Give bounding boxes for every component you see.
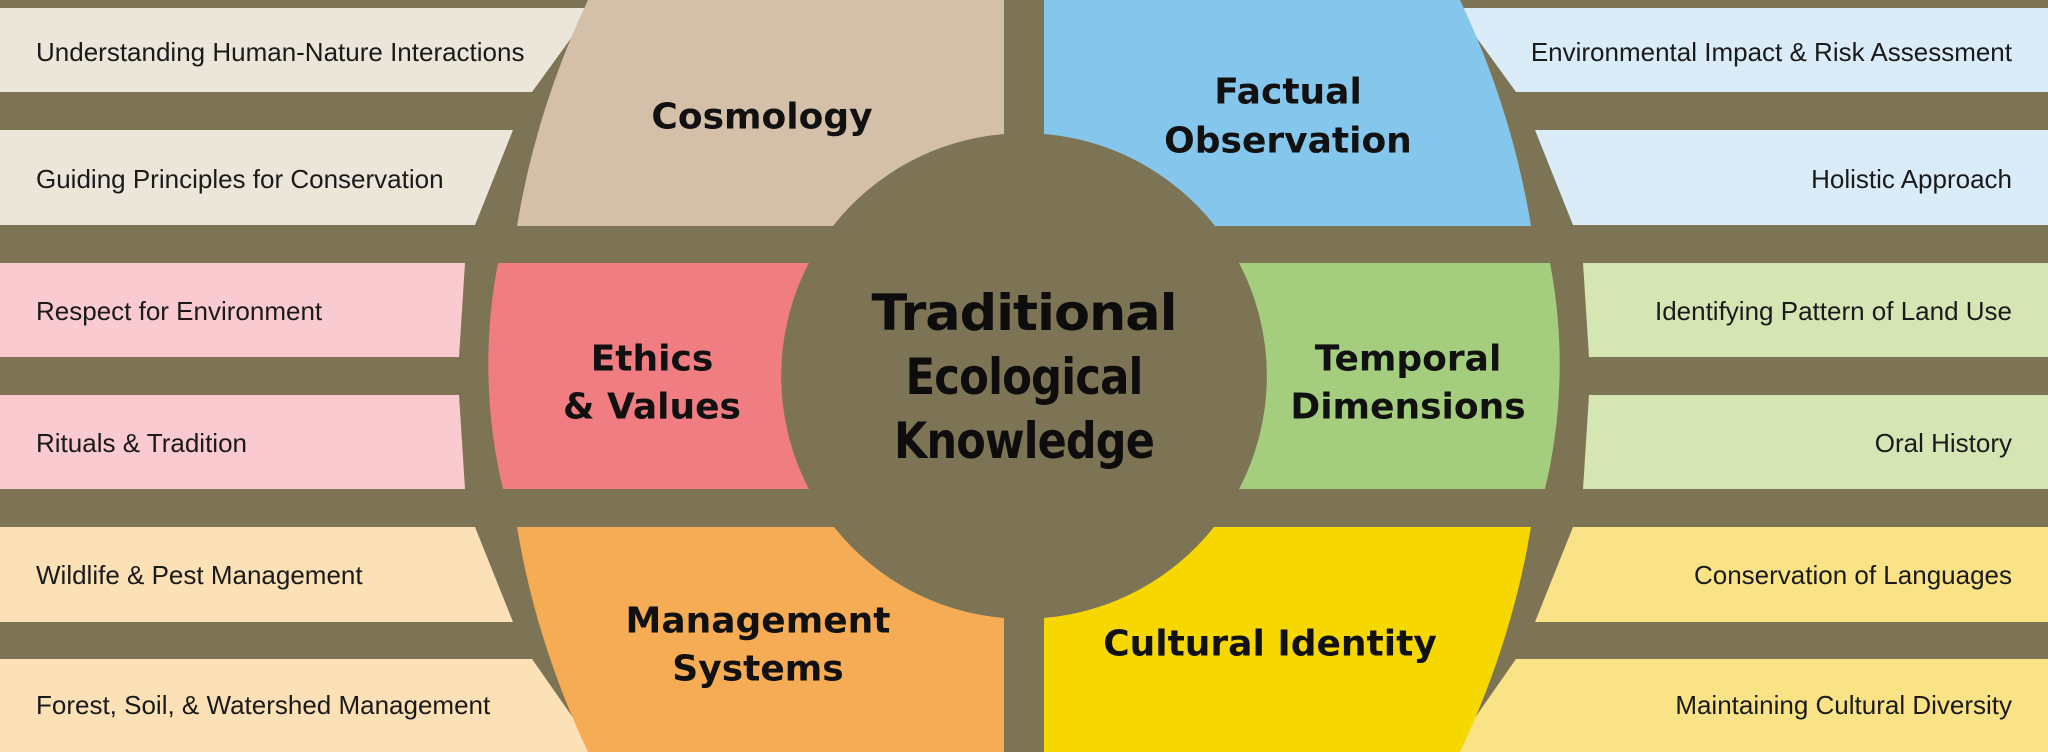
wedge-cosmology-label: Cosmology [651,97,872,138]
left-bars: Understanding Human-Nature Interactions … [0,8,597,752]
bar-left-5 [0,527,513,622]
bar-right-5-label: Conservation of Languages [1694,560,2012,590]
bar-left-3-label: Respect for Environment [36,296,323,326]
bar-left-5-label: Wildlife & Pest Management [36,560,363,590]
bar-left-4-label: Rituals & Tradition [36,428,247,458]
bar-right-6 [1451,659,2048,752]
bar-left-2 [0,130,513,225]
bar-left-4 [0,395,465,489]
wedge-cultural-identity-label: Cultural Identity [1103,624,1437,665]
bar-right-3 [1583,263,2048,357]
wedge-temporal-dimensions-label-2: Dimensions [1290,387,1525,428]
wedge-ethics-values-label-2: & Values [563,387,741,428]
wedge-management-systems-label-1: Management [626,601,891,642]
bar-right-2 [1535,130,2048,225]
wedge-factual-observation-label-1: Factual [1214,72,1362,113]
wedge-temporal-dimensions [1239,263,1560,489]
wedge-management-systems-label-2: Systems [672,649,843,690]
wedge-factual-observation-label-2: Observation [1164,121,1412,162]
bar-left-3 [0,263,465,357]
bar-right-1 [1455,8,2048,92]
center-title-line-1: Traditional [872,284,1177,342]
right-bars: Environmental Impact & Risk Assessment H… [1451,8,2048,752]
bar-right-2-label: Holistic Approach [1811,164,2012,194]
wedge-cultural-identity [1044,527,1531,752]
wedge-cosmology [517,0,1004,226]
bar-right-6-label: Maintaining Cultural Diversity [1675,690,2012,720]
bar-right-1-label: Environmental Impact & Risk Assessment [1531,37,2013,67]
bar-left-2-label: Guiding Principles for Conservation [36,164,444,194]
bar-left-6-label: Forest, Soil, & Watershed Management [36,690,491,720]
bar-left-6 [0,659,597,752]
bar-right-4-label: Oral History [1875,428,2012,458]
bar-right-3-label: Identifying Pattern of Land Use [1655,296,2012,326]
bar-right-5 [1535,527,2048,622]
ring-wedges: Cosmology Factual Observation Ethics & V… [488,0,1560,752]
wedge-ethics-values [488,263,809,489]
center-title-line-3: Knowledge [894,412,1154,470]
wedge-temporal-dimensions-label-1: Temporal [1315,339,1502,380]
bar-right-4 [1583,395,2048,489]
center-title: Traditional Ecological Knowledge [872,284,1178,470]
wedge-factual-observation [1044,0,1531,226]
wedge-management-systems [517,527,1004,752]
bar-left-1 [0,8,593,92]
center-title-line-2: Ecological [906,348,1143,406]
bar-left-1-label: Understanding Human-Nature Interactions [36,37,524,67]
wedge-ethics-values-label-1: Ethics [591,339,714,380]
